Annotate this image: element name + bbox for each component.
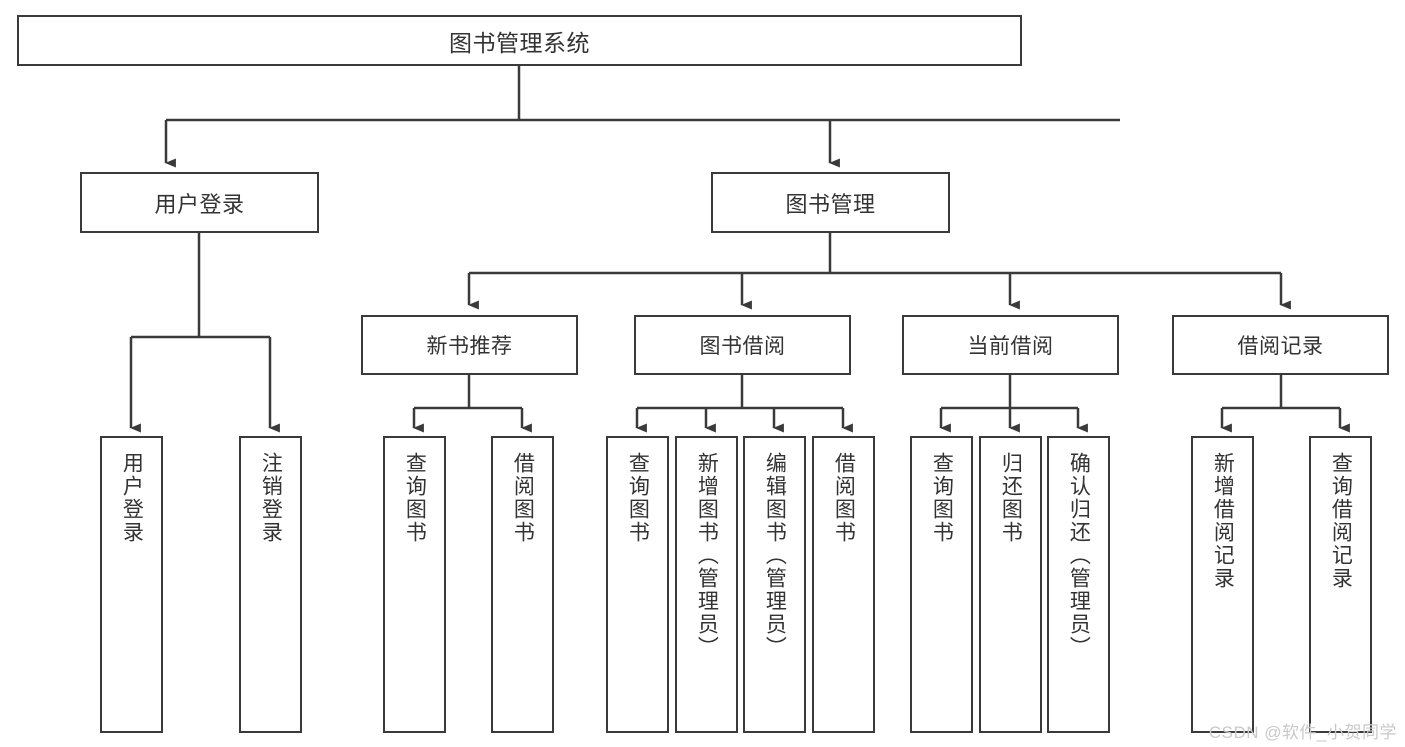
node-label: 新书推荐 <box>426 335 513 358</box>
node-label: 图书管理系统 <box>449 29 590 56</box>
node-label: 图书借阅 <box>699 335 786 358</box>
node-label: 新增图书（管理员） <box>695 452 719 659</box>
leaf-borrow-book[interactable]: 借阅图书 <box>812 436 875 733</box>
node-book-borrow[interactable]: 图书借阅 <box>634 315 851 375</box>
leaf-query-book-recommend[interactable]: 查询图书 <box>383 436 446 733</box>
node-borrow-record[interactable]: 借阅记录 <box>1172 315 1389 375</box>
node-label: 当前借阅 <box>967 335 1054 358</box>
watermark-text: CSDN @软件_小贺同学 <box>1208 723 1397 742</box>
node-label: 编辑图书（管理员） <box>763 452 787 659</box>
node-label: 归还图书 <box>999 452 1023 544</box>
node-label: 注销登录 <box>259 452 283 544</box>
node-label: 图书管理 <box>785 191 876 217</box>
leaf-query-book-borrow[interactable]: 查询图书 <box>606 436 669 733</box>
node-current-borrow[interactable]: 当前借阅 <box>902 315 1119 375</box>
leaf-user-login[interactable]: 用户登录 <box>100 436 163 733</box>
leaf-add-borrow-record[interactable]: 新增借阅记录 <box>1191 436 1254 733</box>
node-user-login[interactable]: 用户登录 <box>80 172 319 233</box>
node-label: 查询图书 <box>930 452 954 544</box>
leaf-query-borrow-record[interactable]: 查询借阅记录 <box>1309 436 1372 733</box>
node-label: 查询借阅记录 <box>1329 452 1353 590</box>
node-book-management-system[interactable]: 图书管理系统 <box>17 15 1022 66</box>
node-label: 借阅记录 <box>1237 335 1324 358</box>
node-label: 查询图书 <box>626 452 650 544</box>
node-label: 用户登录 <box>154 191 245 217</box>
node-label: 查询图书 <box>403 452 427 544</box>
node-label: 确认归还（管理员） <box>1067 452 1091 659</box>
leaf-add-book[interactable]: 新增图书（管理员） <box>675 436 738 733</box>
leaf-confirm-return[interactable]: 确认归还（管理员） <box>1047 436 1110 733</box>
leaf-edit-book[interactable]: 编辑图书（管理员） <box>743 436 806 733</box>
leaf-return-book[interactable]: 归还图书 <box>979 436 1042 733</box>
leaf-query-book-current[interactable]: 查询图书 <box>910 436 973 733</box>
node-label: 借阅图书 <box>832 452 856 544</box>
node-new-book-recommend[interactable]: 新书推荐 <box>361 315 578 375</box>
node-book-management[interactable]: 图书管理 <box>711 172 950 233</box>
node-label: 借阅图书 <box>511 452 535 544</box>
leaf-borrow-book-recommend[interactable]: 借阅图书 <box>491 436 554 733</box>
node-label: 新增借阅记录 <box>1211 452 1235 590</box>
leaf-logout[interactable]: 注销登录 <box>239 436 302 733</box>
node-label: 用户登录 <box>120 452 144 544</box>
